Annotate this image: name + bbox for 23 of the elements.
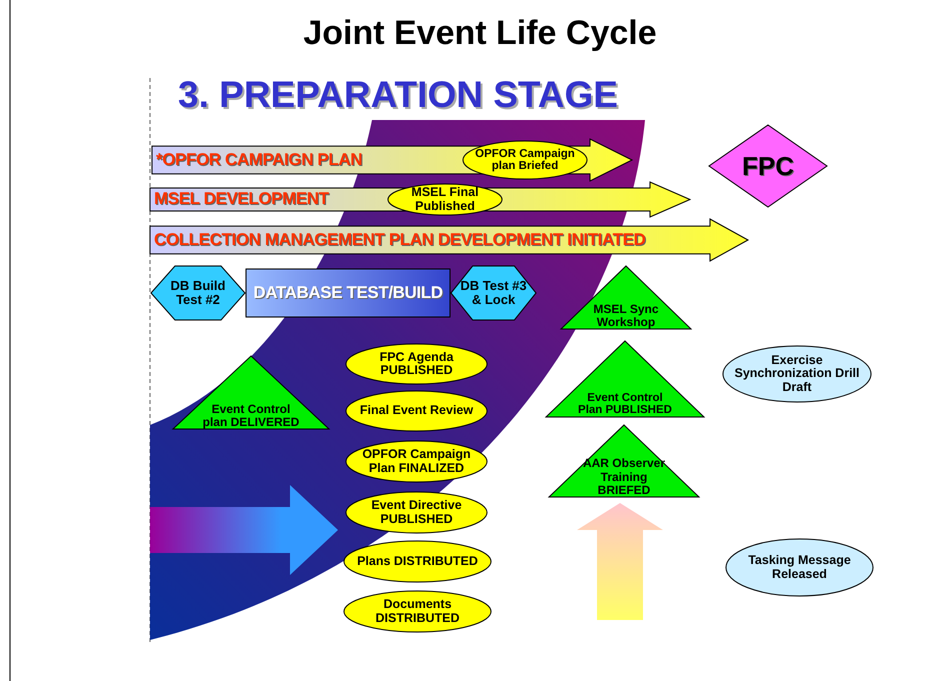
milestone-ellipse: Documents DISTRIBUTED [343, 590, 492, 633]
timeline-band: *OPFOR CAMPAIGN PLAN OPFOR Campaign plan Briefed [152, 139, 632, 181]
timeline-band: COLLECTION MANAGEMENT PLAN DEVELOPMENT INITIATED [150, 219, 748, 261]
milestone-ellipse: Event Directive PUBLISHED [345, 491, 488, 534]
milestone-ellipse: MSEL Final Published [387, 183, 503, 216]
milestone-triangle: Event Control Plan PUBLISHED [545, 340, 705, 418]
milestone-hexagon: DB Test #3 & Lock [450, 265, 537, 321]
milestone-ellipse: Plans DISTRIBUTED [343, 540, 492, 583]
milestone-triangle: Event Control plan DELIVERED [172, 355, 330, 430]
database-band: DATABASE TEST/BUILD [246, 268, 450, 318]
milestone-diamond: FPC [708, 124, 828, 208]
timeline-band: MSEL DEVELOPMENT MSEL Final Published [150, 182, 690, 217]
milestone-ellipse: Final Event Review [345, 390, 488, 432]
milestone-ellipse: OPFOR Campaign Plan FINALIZED [345, 440, 488, 483]
diagram-title: Joint Event Life Cycle [302, 14, 658, 53]
milestone-hexagon: DB Build Test #2 [150, 265, 246, 321]
milestone-ellipse: OPFOR Campaign plan Briefed [462, 140, 588, 180]
stage-heading: 3. PREPARATION STAGE [178, 74, 618, 116]
milestone-ellipse: FPC Agenda PUBLISHED [345, 343, 488, 385]
milestone-ellipse: Exercise Synchronization Drill Draft [722, 345, 872, 403]
milestone-triangle: AAR Observer Training BRIEFED [548, 424, 700, 498]
milestone-triangle: MSEL Sync Workshop [560, 265, 692, 330]
milestone-ellipse: Tasking Message Released [725, 538, 874, 597]
